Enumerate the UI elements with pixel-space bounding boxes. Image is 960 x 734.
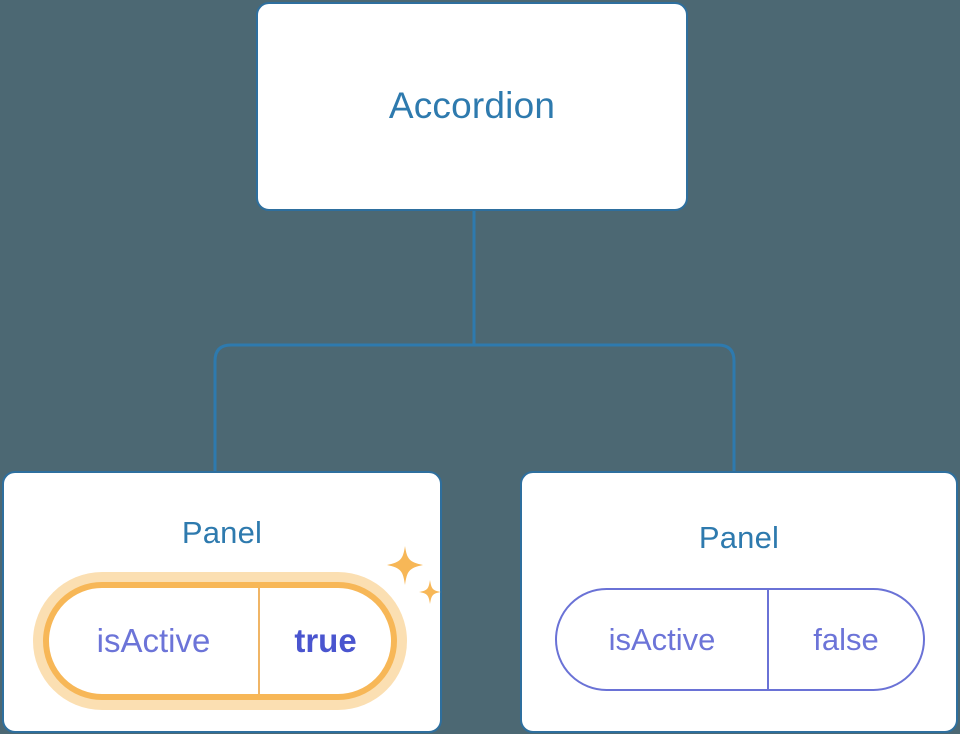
connector-branch-left: [213, 343, 474, 472]
prop-pill-active-inner: isActive true: [43, 582, 397, 700]
prop-value-false: false: [813, 621, 879, 657]
prop-key-isactive-true: isActive: [49, 588, 260, 694]
node-panel-active-label: Panel: [181, 515, 263, 550]
prop-pill-active[interactable]: isActive true: [33, 572, 407, 710]
node-panel-inactive-label: Panel: [698, 520, 780, 555]
prop-key-isactive-false: isActive: [557, 590, 769, 689]
connector-branch-right: [474, 343, 736, 472]
node-accordion[interactable]: Accordion: [256, 2, 688, 211]
prop-pill-inactive[interactable]: isActive false: [555, 588, 925, 691]
node-accordion-label: Accordion: [388, 85, 556, 126]
prop-value-true: true: [294, 622, 357, 659]
